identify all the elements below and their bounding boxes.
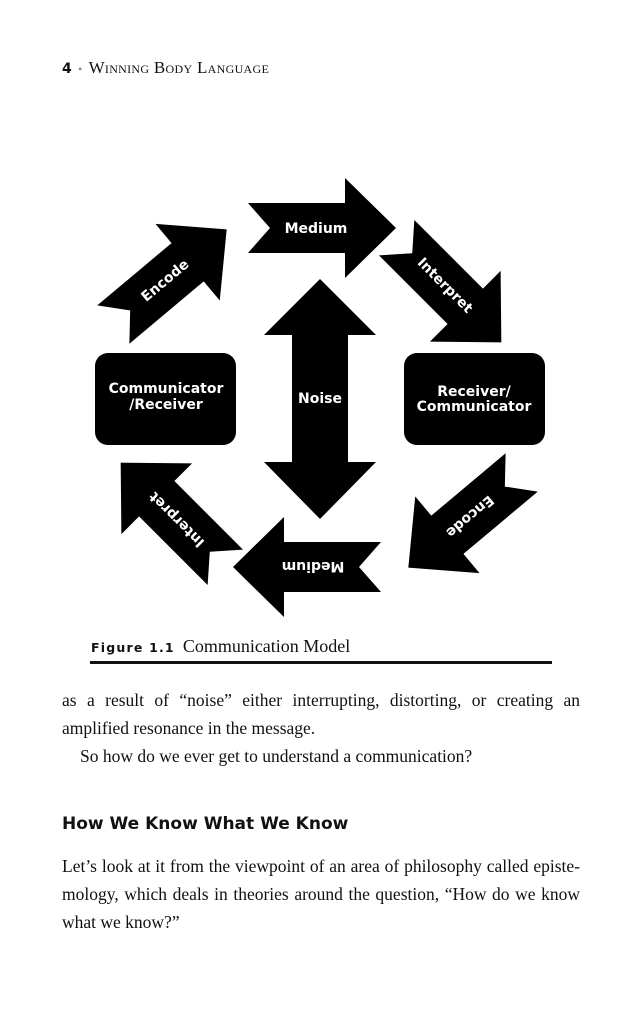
section-heading: How We Know What We Know: [62, 814, 349, 834]
svg-text:Medium: Medium: [282, 558, 345, 574]
arrow-medium-top: Medium: [248, 178, 396, 278]
svg-text:/Receiver: /Receiver: [129, 397, 203, 413]
arrow-interpret-bottom-left: Interpret: [85, 427, 261, 603]
arrow-encode-top-left: Encode: [81, 191, 259, 363]
receiver-communicator-box: Receiver/ Communicator: [404, 353, 545, 445]
svg-text:Communicator: Communicator: [417, 399, 532, 415]
separator: •: [78, 62, 83, 76]
svg-text:Medium: Medium: [285, 221, 348, 237]
noise-double-arrow: Noise: [264, 279, 376, 519]
svg-text:Communicator: Communicator: [109, 381, 224, 397]
body-text-top: as a result of “noise” either interrupti…: [62, 686, 580, 770]
svg-text:Receiver/: Receiver/: [437, 384, 511, 400]
arrow-encode-bottom-right: Encode: [376, 434, 554, 606]
figure-title: Communication Model: [182, 636, 351, 656]
svg-text:Noise: Noise: [298, 391, 342, 407]
body-text-bottom: Let’s look at it from the viewpoint of a…: [62, 852, 580, 936]
running-header: 4 • Winning Body Language: [62, 58, 269, 78]
page-number: 4: [62, 61, 73, 77]
paragraph: as a result of “noise” either interrupti…: [62, 690, 580, 738]
book-title: Winning Body Language: [88, 58, 270, 77]
caption-rule: [90, 661, 552, 664]
communicator-receiver-box: Communicator /Receiver: [95, 353, 236, 445]
figure-caption: Figure 1.1 Communication Model: [91, 636, 350, 657]
paragraph: So how do we ever get to understand a co…: [80, 746, 473, 766]
figure-label: Figure 1.1: [91, 640, 175, 655]
arrow-medium-bottom: Medium: [233, 517, 381, 617]
communication-model-diagram: Encode Medium Interpret Encode Medium In…: [81, 178, 554, 617]
paragraph: Let’s look at it from the viewpoint of a…: [62, 856, 580, 932]
